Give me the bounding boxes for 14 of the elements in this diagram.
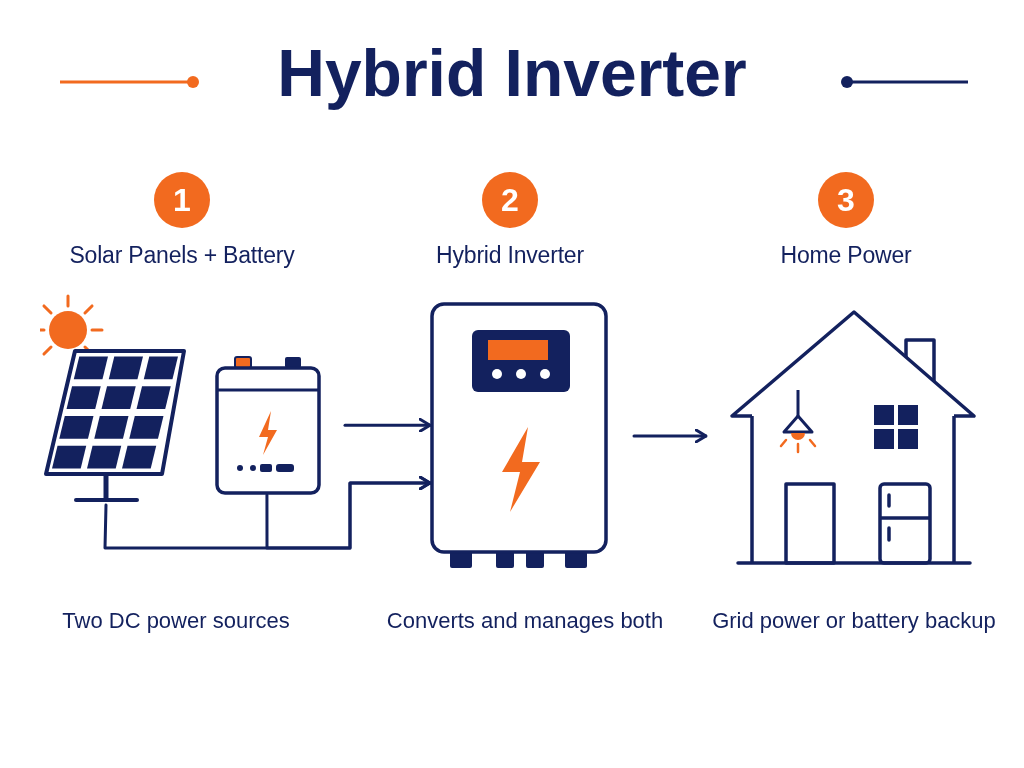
caption: Grid power or battery backup: [712, 608, 996, 634]
caption: Two DC power sources: [62, 608, 290, 634]
step-heading: Hybrid Inverter: [436, 242, 584, 269]
arrow: [265, 475, 432, 550]
step-heading: Solar Panels + Battery: [69, 242, 295, 269]
battery-drawing: [215, 355, 321, 495]
step-number: 1: [154, 172, 210, 228]
step-heading: Home Power: [780, 242, 912, 269]
arrow: [632, 428, 708, 444]
arrow: [343, 417, 432, 433]
inverter-drawing: [430, 302, 608, 570]
caption: Converts and manages both: [386, 608, 664, 634]
step-number: 3: [818, 172, 874, 228]
step-number: 2: [482, 172, 538, 228]
